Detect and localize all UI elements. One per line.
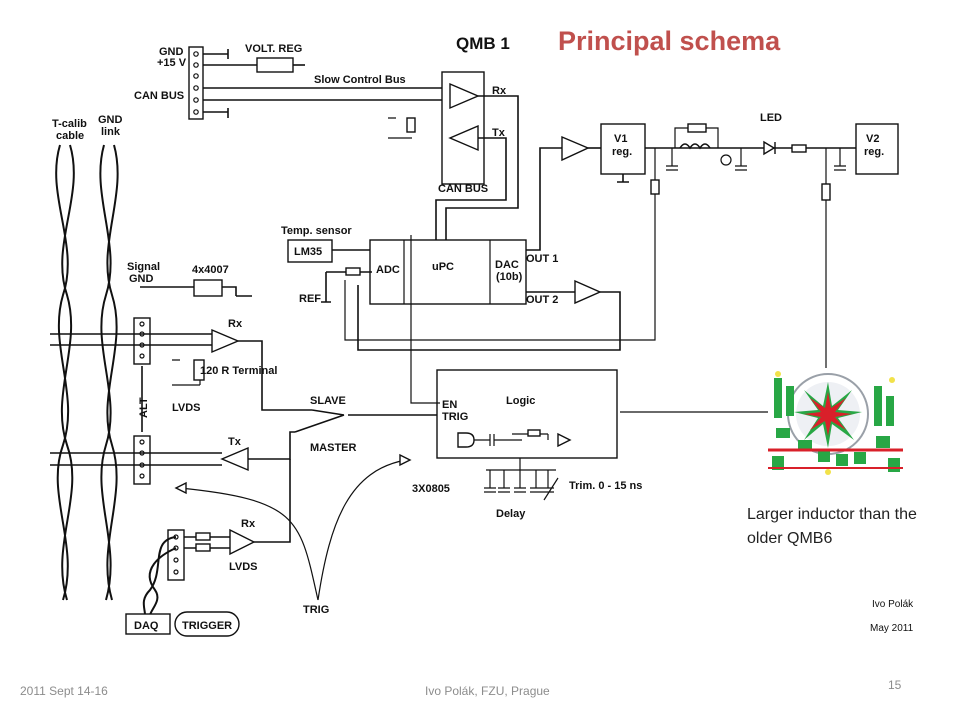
- logic-label: Logic: [506, 395, 535, 407]
- trig-curve-left: [179, 487, 319, 601]
- daq-rx-label: Rx: [241, 518, 256, 530]
- can-rx-label: Rx: [492, 85, 507, 97]
- lvds-bottom-label: LVDS: [229, 561, 258, 573]
- cap-3x0805-label: 3X0805: [412, 483, 450, 495]
- v1-regulator: [600, 123, 646, 175]
- lm35-label: LM35: [294, 246, 322, 258]
- upc-can-wires: [435, 95, 519, 240]
- slow-control-bus-label: Slow Control Bus: [314, 74, 406, 86]
- gnd-label: GND: [159, 46, 184, 58]
- lvds-connector-top: [133, 317, 151, 365]
- en-label: EN: [442, 399, 457, 411]
- caption: Larger inductor than the older QMB6: [747, 506, 917, 547]
- trig-curve-right: [317, 459, 407, 601]
- plus15v-label: +15 V: [157, 57, 187, 69]
- adc-label: ADC: [376, 264, 400, 276]
- out1-buffer: [561, 135, 590, 162]
- slave-master-switch: [293, 409, 440, 433]
- schematic-title: QMB 1: [456, 34, 510, 53]
- v2-regulator: [855, 123, 899, 175]
- master-label: MASTER: [310, 442, 357, 454]
- trim-capacitor: [542, 477, 559, 501]
- footer-author: Ivo Polák, FZU, Prague: [425, 684, 550, 698]
- page-number: 15: [888, 678, 902, 692]
- feedback-wire-v1: [344, 194, 656, 341]
- out2-label: OUT 2: [526, 294, 558, 306]
- daq-rx-buffer: [229, 528, 256, 556]
- lvds-connector-bottom: [133, 435, 151, 485]
- lm35-sensor: [287, 239, 333, 263]
- lvds-top-label: LVDS: [172, 402, 201, 414]
- trig-logic-label: TRIG: [442, 411, 468, 423]
- trim-label: Trim. 0 - 15 ns: [569, 480, 642, 492]
- slide-title: Principal schema: [558, 26, 781, 56]
- lvds-tx-label: Tx: [228, 436, 242, 448]
- ref-resistor: [345, 267, 361, 276]
- volt-reg-label: VOLT. REG: [245, 43, 302, 55]
- led-diode: [763, 140, 776, 156]
- dac-label: DAC(10b): [495, 259, 523, 283]
- power-can-connector: [188, 46, 204, 120]
- can-termination-resistor: [406, 117, 416, 133]
- inductor: [679, 143, 711, 150]
- temp-sensor-label: Temp. sensor: [281, 225, 352, 237]
- gnd-link-twist: [99, 144, 119, 601]
- diode-array: [193, 279, 223, 297]
- termination-resistor: [193, 359, 205, 381]
- terminal-120r-label: 120 R Terminal: [200, 365, 277, 377]
- lvds-tx-buffer: [220, 446, 249, 472]
- slave-label: SLAVE: [310, 395, 346, 407]
- trigger-box: [174, 611, 240, 637]
- out2-buffer: [574, 279, 602, 305]
- can-rx-buffer: [449, 82, 480, 110]
- lvds-rx-label: Rx: [228, 318, 243, 330]
- upc-label: uPC: [432, 261, 454, 273]
- diode-4x4007-label: 4x4007: [192, 264, 229, 276]
- logic-gate: [457, 432, 475, 448]
- delay-capacitors: [484, 487, 542, 493]
- volt-reg-block: [256, 57, 294, 73]
- pcb-layout-image: [768, 368, 903, 484]
- canbus-left-label: CAN BUS: [134, 90, 184, 102]
- daq-label: DAQ: [134, 620, 159, 632]
- ref-label: REF: [299, 293, 321, 305]
- can-bus-wires: [203, 87, 450, 118]
- out1-label: OUT 1: [526, 253, 558, 265]
- delay-label: Delay: [496, 508, 526, 520]
- alt-label: ALT: [138, 397, 150, 418]
- schematic-author: Ivo Polák: [872, 599, 914, 610]
- trigger-label: TRIGGER: [182, 620, 232, 632]
- lvds-rx-buffer: [211, 328, 240, 354]
- daq-cable-twist: [142, 536, 177, 616]
- daq-box: [125, 613, 171, 635]
- connector-pins: [193, 51, 199, 115]
- trig-label: TRIG: [303, 604, 329, 616]
- led-label: LED: [760, 112, 782, 124]
- schematic-date: May 2011: [870, 623, 914, 634]
- footer-date: 2011 Sept 14-16: [20, 684, 108, 698]
- daq-connector: [167, 529, 185, 581]
- gnd-wire: [203, 49, 229, 59]
- tcalib-cable-twist: [55, 144, 75, 601]
- can-tx-label: Tx: [492, 127, 506, 139]
- canbus-bottom-label: CAN BUS: [438, 183, 488, 195]
- test-point: [720, 154, 732, 166]
